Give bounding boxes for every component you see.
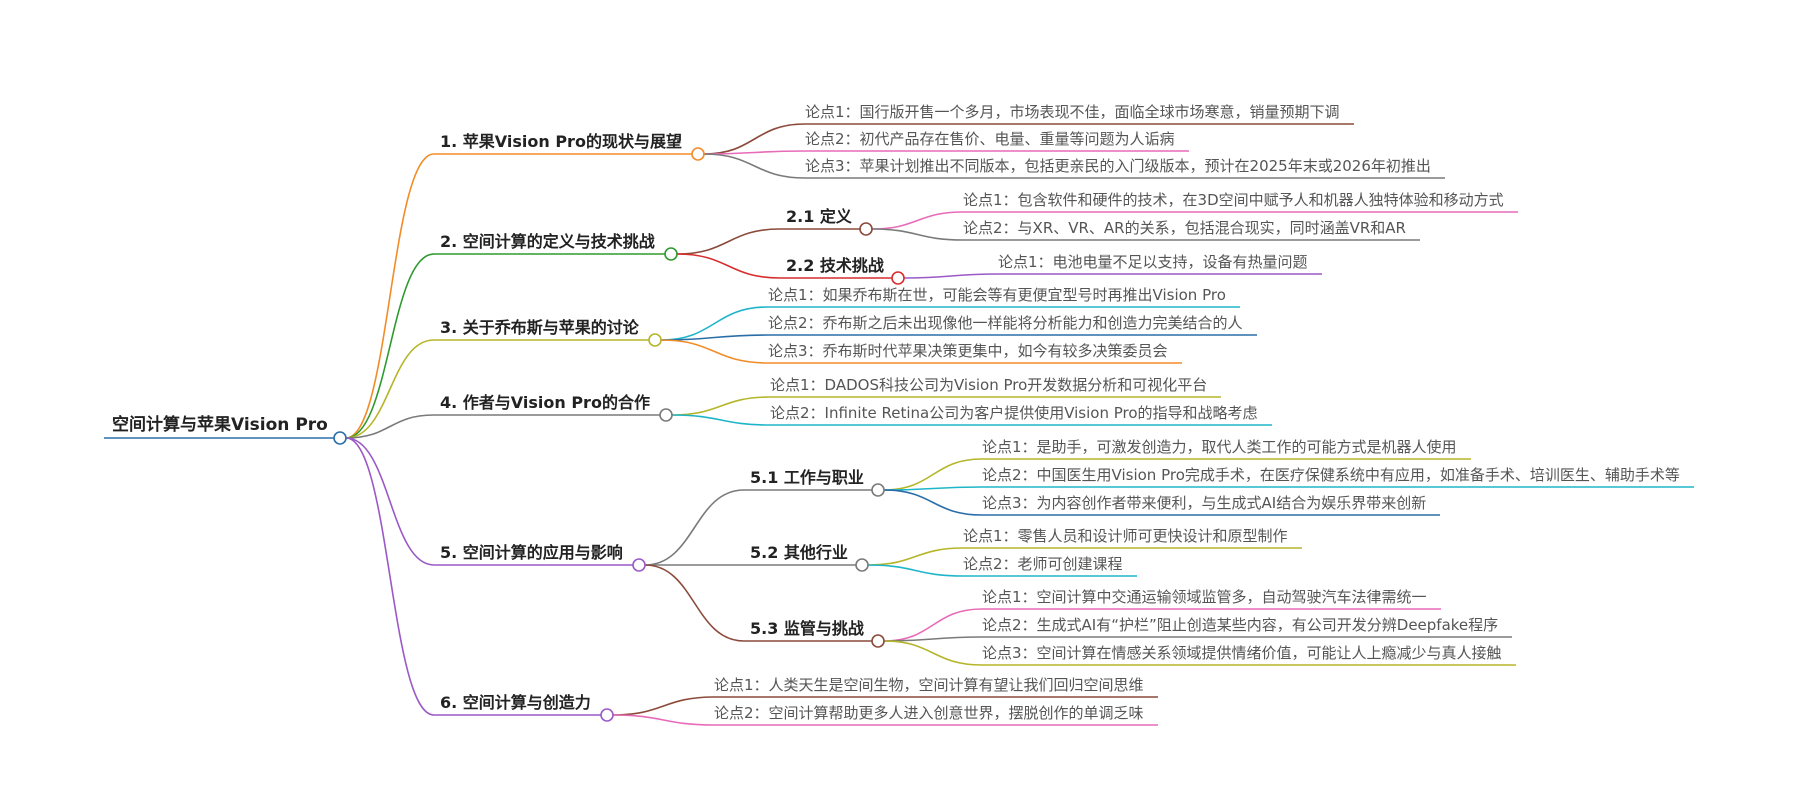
branch-6-point-2-link — [612, 714, 715, 726]
branch-1-point-3-link — [703, 153, 806, 179]
branch-3-link — [345, 339, 435, 439]
branch-2-1-link — [676, 228, 781, 255]
branch-4-point-2[interactable]: 论点2：Infinite Retina公司为客户提供使用Vision Pro的指… — [770, 404, 1258, 422]
branch-2-1-point-2-link — [871, 228, 964, 241]
branch-5-1-point-2[interactable]: 论点2：中国医生用Vision Pro完成手术，在医疗保健系统中有应用，如准备手… — [982, 466, 1680, 484]
branch-1-node-circle — [691, 147, 705, 161]
branch-1-point-2[interactable]: 论点2：初代产品存在售价、电量、重量等问题为人诟病 — [805, 130, 1175, 148]
branch-2-2-link — [676, 253, 781, 279]
branch-5-1-point-2-link — [883, 486, 983, 491]
branch-5-3-point-2[interactable]: 论点2：生成式AI有“护栏”阻止创造某些内容，有公司开发分辨Deepfake程序 — [982, 616, 1499, 634]
branch-2-1-point-1-link — [871, 211, 964, 230]
branch-3-point-2[interactable]: 论点2：乔布斯之后未出现像他一样能将分析能力和创造力完美结合的人 — [768, 314, 1243, 332]
branch-5-2-industry-label[interactable]: 5.2 其他行业 — [750, 543, 848, 562]
branch-5-3-node-circle — [871, 634, 885, 648]
branch-3-point-1[interactable]: 论点1：如果乔布斯在世，可能会等有更便宜型号时再推出Vision Pro — [768, 286, 1226, 304]
branch-2-2-node-circle — [891, 271, 905, 285]
branch-5-3-point-3-link — [883, 640, 983, 666]
branch-4-point-1-link — [671, 396, 771, 416]
branch-4-link — [345, 414, 435, 439]
branch-5-label[interactable]: 5. 空间计算的应用与影响 — [440, 543, 623, 562]
branch-5-1-work-label[interactable]: 5.1 工作与职业 — [750, 468, 864, 487]
branch-4-label[interactable]: 4. 作者与Vision Pro的合作 — [440, 393, 650, 412]
branch-6-link — [345, 437, 435, 716]
branch-1-point-1[interactable]: 论点1：国行版开售一个多月，市场表现不佳，面临全球市场寒意，销量预期下调 — [805, 103, 1340, 121]
branch-5-node-circle — [632, 558, 646, 572]
branch-5-1-node-circle — [871, 483, 885, 497]
branch-2-2-point-1-link — [903, 273, 999, 279]
branch-5-1-point-1[interactable]: 论点1：是助手，可激发创造力，取代人类工作的可能方式是机器人使用 — [982, 438, 1457, 456]
branch-5-3-point-1[interactable]: 论点1：空间计算中交通运输领域监管多，自动驾驶汽车法律需统一 — [982, 588, 1427, 606]
branch-5-1-point-3[interactable]: 论点3：为内容创作者带来便利，与生成式AI结合为娱乐界带来创新 — [982, 494, 1427, 512]
branch-5-2-point-1[interactable]: 论点1：零售人员和设计师可更快设计和原型制作 — [963, 527, 1288, 545]
branch-2-1-definition-label[interactable]: 2.1 定义 — [786, 207, 852, 226]
branch-1-link — [345, 153, 435, 439]
branch-6-label[interactable]: 6. 空间计算与创造力 — [440, 693, 591, 712]
branch-2-2-point-1[interactable]: 论点1：电池电量不足以支持，设备有热量问题 — [998, 253, 1308, 271]
branch-2-node-circle — [664, 247, 678, 261]
branch-5-1-point-1-link — [883, 458, 983, 491]
branch-2-1-node-circle — [859, 222, 873, 236]
branch-5-1-point-3-link — [883, 489, 983, 516]
branch-4-point-2-link — [671, 414, 771, 426]
branch-3-point-3[interactable]: 论点3：乔布斯时代苹果决策更集中，如今有较多决策委员会 — [768, 342, 1168, 360]
branch-3-node-circle — [648, 333, 662, 347]
branch-6-point-1[interactable]: 论点1：人类天生是空间生物，空间计算有望让我们回归空间思维 — [714, 676, 1144, 694]
branch-5-2-point-2-link — [867, 564, 964, 577]
branch-3-point-2-link — [660, 334, 769, 341]
root-node-label[interactable]: 空间计算与苹果Vision Pro — [112, 415, 328, 435]
branch-5-2-node-circle — [855, 558, 869, 572]
branch-2-1-point-2[interactable]: 论点2：与XR、VR、AR的关系，包括混合现实，同时涵盖VR和AR — [963, 219, 1406, 237]
branch-5-3-point-1-link — [883, 608, 983, 642]
branch-5-3-point-2-link — [883, 636, 983, 642]
branch-3-point-3-link — [660, 339, 769, 364]
branch-6-point-2[interactable]: 论点2：空间计算帮助更多人进入创意世界，摆脱创作的单调乏味 — [714, 704, 1144, 722]
branch-5-2-point-1-link — [867, 547, 964, 566]
branch-2-label[interactable]: 2. 空间计算的定义与技术挑战 — [440, 232, 655, 251]
branch-2-link — [345, 253, 435, 439]
branch-4-node-circle — [659, 408, 673, 422]
root-node-circle — [333, 431, 347, 445]
branch-2-1-point-1[interactable]: 论点1：包含软件和硬件的技术，在3D空间中赋予人和机器人独特体验和移动方式 — [963, 191, 1504, 209]
branch-4-point-1[interactable]: 论点1：DADOS科技公司为Vision Pro开发数据分析和可视化平台 — [770, 376, 1208, 394]
branch-1-point-3[interactable]: 论点3：苹果计划推出不同版本，包括更亲民的入门级版本，预计在2025年末或202… — [805, 157, 1431, 175]
branch-5-1-link — [644, 489, 745, 566]
branch-1-point-1-link — [703, 123, 806, 155]
branch-3-label[interactable]: 3. 关于乔布斯与苹果的讨论 — [440, 318, 639, 337]
branch-5-3-point-3[interactable]: 论点3：空间计算在情感关系领域提供情绪价值，可能让人上瘾减少与真人接触 — [982, 644, 1502, 662]
branch-2-2-challenge-label[interactable]: 2.2 技术挑战 — [786, 256, 884, 275]
branch-6-point-1-link — [612, 696, 715, 716]
branch-1-point-2-link — [703, 150, 806, 155]
branch-6-node-circle — [600, 708, 614, 722]
branch-3-point-1-link — [660, 306, 769, 341]
branch-5-3-link — [644, 564, 745, 642]
branch-5-2-point-2[interactable]: 论点2：老师可创建课程 — [963, 555, 1123, 573]
branch-1-label[interactable]: 1. 苹果Vision Pro的现状与展望 — [440, 132, 682, 151]
branch-5-3-regulation-label[interactable]: 5.3 监管与挑战 — [750, 619, 864, 638]
branch-5-link — [345, 437, 435, 566]
